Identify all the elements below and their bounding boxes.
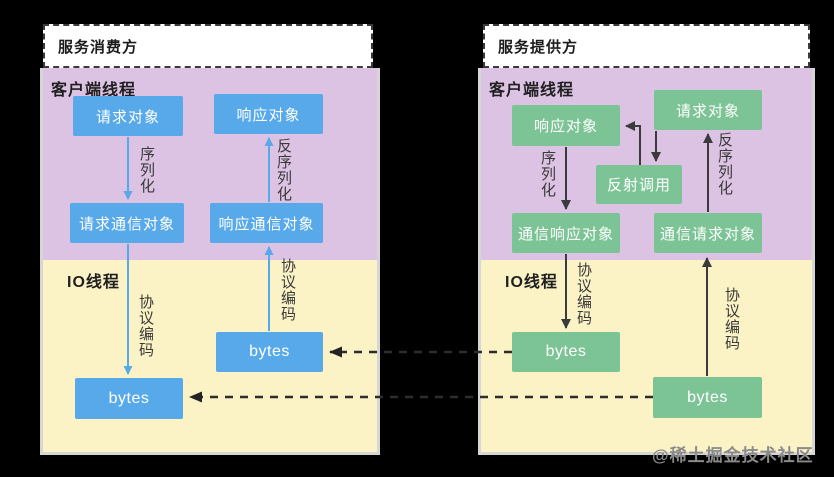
node-request-comm-object: 请求通信对象 bbox=[70, 203, 184, 243]
node-consumer-incoming-bytes: bytes bbox=[216, 332, 323, 372]
provider-deserialize-label: 反序列化 bbox=[718, 132, 734, 197]
provider-protocol-encode-label: 协议编码 bbox=[577, 262, 593, 327]
juejin-watermark: @稀土掘金技术社区 bbox=[652, 446, 814, 465]
provider-protocol-decode-label: 协议编码 bbox=[725, 287, 741, 352]
node-comm-response-object: 通信响应对象 bbox=[512, 213, 620, 253]
consumer-client-thread-label: 客户端线程 bbox=[51, 82, 137, 99]
node-request-object: 请求对象 bbox=[73, 96, 183, 136]
node-comm-request-object: 通信请求对象 bbox=[654, 213, 762, 253]
node-consumer-outgoing-bytes: bytes bbox=[75, 378, 183, 419]
consumer-io-thread-label: IO线程 bbox=[67, 274, 120, 291]
provider-client-thread-label: 客户端线程 bbox=[489, 82, 575, 99]
provider-header: 服务提供方 bbox=[483, 24, 810, 68]
node-response-comm-object: 响应通信对象 bbox=[210, 203, 323, 243]
node-response-object: 响应对象 bbox=[214, 94, 323, 134]
consumer-io-thread-section: IO线程 bbox=[43, 260, 377, 452]
node-provider-request-bytes: bytes bbox=[653, 377, 762, 418]
consumer-title: 服务消费方 bbox=[58, 38, 139, 56]
consumer-protocol-decode-label: 协议编码 bbox=[281, 258, 297, 323]
consumer-header: 服务消费方 bbox=[43, 24, 373, 68]
node-provider-response-object: 响应对象 bbox=[512, 105, 620, 146]
provider-io-thread-label: IO线程 bbox=[505, 274, 558, 291]
node-provider-request-object: 请求对象 bbox=[654, 90, 762, 130]
provider-serialize-label: 序列化 bbox=[541, 150, 557, 199]
consumer-protocol-encode-label: 协议编码 bbox=[139, 294, 155, 359]
consumer-serialize-label: 序列化 bbox=[140, 146, 156, 195]
node-reflection-call: 反射调用 bbox=[596, 165, 682, 204]
node-provider-response-bytes: bytes bbox=[512, 332, 620, 372]
consumer-deserialize-label: 反序列化 bbox=[277, 138, 293, 203]
provider-title: 服务提供方 bbox=[498, 38, 579, 56]
